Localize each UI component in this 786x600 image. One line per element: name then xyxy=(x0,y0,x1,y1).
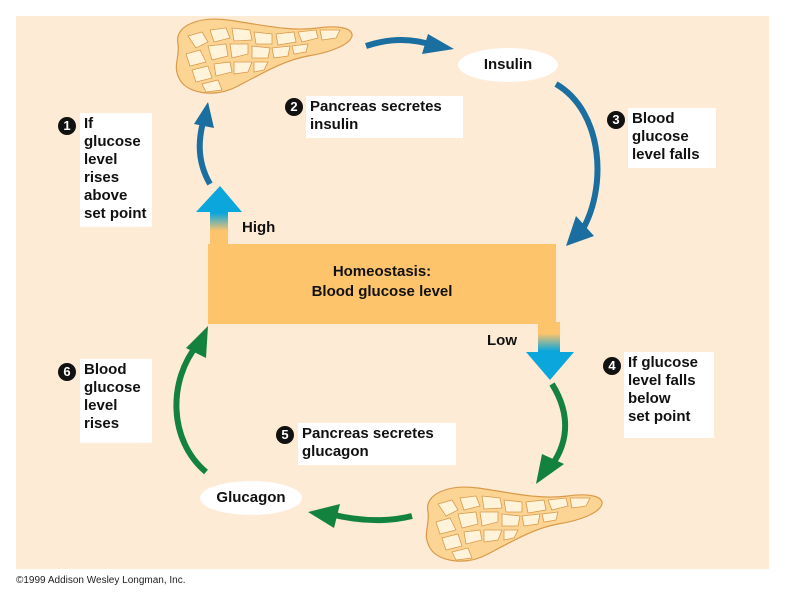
arrow-pancreas-to-glucagon xyxy=(329,511,413,524)
arrow-head xyxy=(194,102,214,128)
insulin-ellipse: Insulin xyxy=(458,48,558,82)
step-4-number: 4 xyxy=(603,357,621,375)
copyright-notice: ©1999 Addison Wesley Longman, Inc. xyxy=(16,575,186,586)
step-6-label: Blood glucose level rises xyxy=(80,359,152,443)
step-5-line: glucagon xyxy=(302,443,369,460)
step-4-line: If glucose xyxy=(628,354,699,371)
homeostasis-box: Homeostasis: Blood glucose level xyxy=(208,244,556,324)
step-1-line: If glucose xyxy=(84,115,141,150)
step-2-number: 2 xyxy=(285,98,303,116)
step-6-line: rises xyxy=(84,415,120,432)
step-4-line: set point xyxy=(628,408,691,425)
step-6-line: Blood xyxy=(84,361,127,378)
step-1-line: above xyxy=(84,187,128,204)
arrow-head xyxy=(186,326,208,358)
arrow-head xyxy=(308,504,340,528)
step-2-label: Pancreas secretes insulin xyxy=(306,96,463,138)
step-1-line: level rises xyxy=(84,151,120,186)
arrow-low-to-pancreas xyxy=(545,382,568,472)
arrow-head xyxy=(422,34,454,54)
step-1-label: If glucose level rises above set point xyxy=(80,113,152,227)
step-6-line: glucose xyxy=(84,379,141,396)
arrow-head xyxy=(536,454,564,484)
glucagon-ellipse: Glucagon xyxy=(200,481,302,515)
arrow-head xyxy=(566,216,594,246)
arrow-glucagon-to-homeostasis xyxy=(173,342,208,475)
step-4-label: If glucose level falls below set point xyxy=(624,352,714,438)
step-6-line: level xyxy=(84,397,118,414)
step-5-label: Pancreas secretes glucagon xyxy=(298,423,456,465)
arrow-insulin-to-homeostasis xyxy=(554,81,601,236)
step-2-line: insulin xyxy=(310,116,359,133)
step-5-line: Pancreas secretes xyxy=(302,425,434,442)
step-5-number: 5 xyxy=(276,426,294,444)
low-label: Low xyxy=(487,332,517,349)
step-2-line: Pancreas secretes xyxy=(310,98,442,115)
homeostasis-title: Homeostasis: xyxy=(332,263,432,280)
high-label: High xyxy=(242,219,276,236)
step-3-line: Blood xyxy=(632,110,675,127)
step-6-number: 6 xyxy=(58,363,76,381)
pancreas-top-illustration xyxy=(175,18,353,94)
step-4-line: below xyxy=(628,390,671,407)
pancreas-bottom-illustration xyxy=(425,486,603,562)
step-3-number: 3 xyxy=(607,111,625,129)
low-arrow xyxy=(526,322,574,380)
step-3-label: Blood glucose level falls xyxy=(628,108,716,168)
high-arrow xyxy=(196,186,242,246)
step-1-line: set point xyxy=(84,205,147,222)
step-1-number: 1 xyxy=(58,117,76,135)
homeostasis-subtitle: Blood glucose level xyxy=(311,283,453,300)
step-4-line: level falls xyxy=(628,372,696,389)
step-3-line: glucose xyxy=(632,128,689,145)
step-3-line: level falls xyxy=(632,146,700,163)
